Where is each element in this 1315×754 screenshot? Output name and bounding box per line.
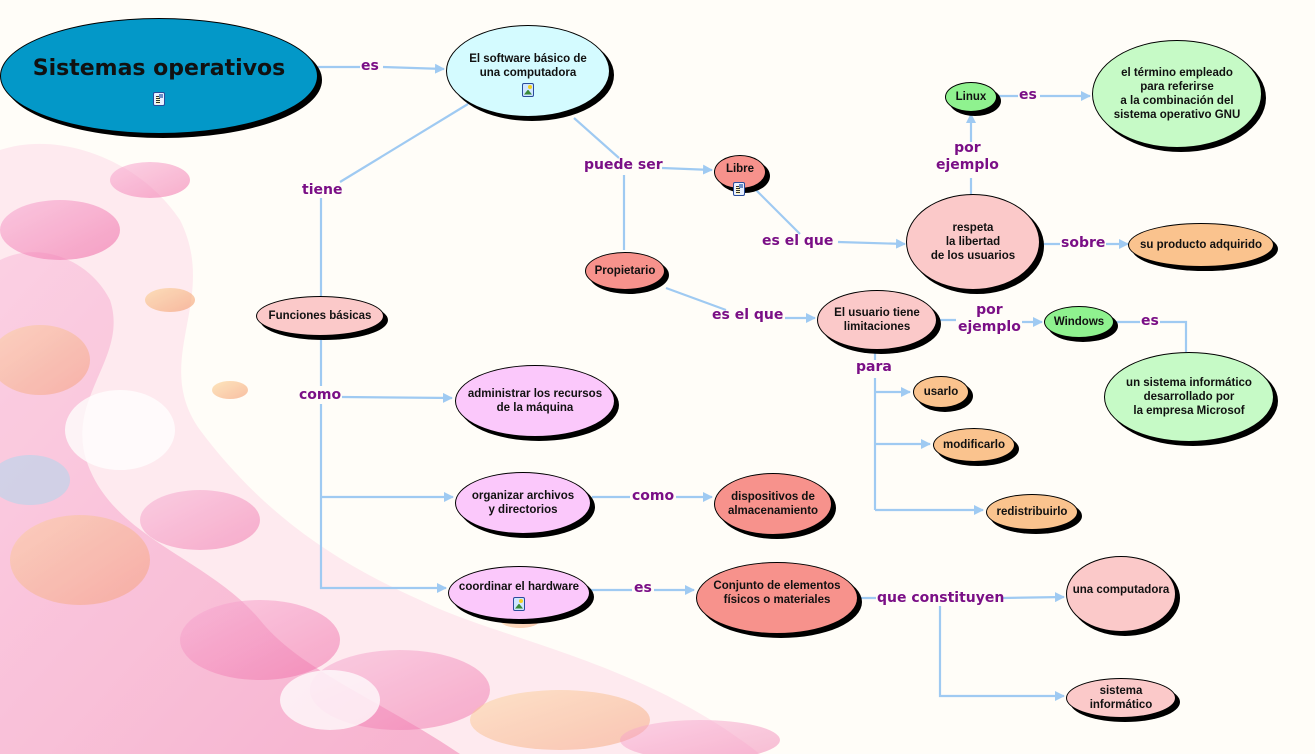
link-label-sobre: sobre: [1061, 235, 1106, 251]
link-windows-es: [1114, 320, 1188, 352]
concept-organizar[interactable]: organizar archivos y directorios: [455, 472, 591, 534]
link-label-tiene: tiene: [302, 182, 343, 198]
concept-propietario[interactable]: Propietario: [585, 252, 665, 290]
link-root-software: [318, 67, 444, 69]
concept-microsoft[interactable]: un sistema informático desarrollado por …: [1104, 352, 1274, 442]
concept-limitaciones-label: El usuario tiene limitaciones: [834, 307, 920, 333]
concept-modificarlo[interactable]: modificarlo: [933, 428, 1015, 462]
link-label-por-ejemplo: por ejemplo: [958, 302, 1021, 335]
concept-producto[interactable]: su producto adquirido: [1128, 223, 1274, 267]
concept-respeta-label: respeta la libertad de los usuarios: [930, 222, 1016, 262]
concept-usarlo[interactable]: usarlo: [913, 376, 969, 408]
link-label-puede-ser: puede ser: [584, 157, 663, 173]
concept-gnu[interactable]: el término empleado para referirse a la …: [1092, 40, 1262, 148]
concept-hardware[interactable]: coordinar el hardware: [448, 566, 590, 620]
concept-software-label: El software básico de una computadora: [469, 52, 587, 79]
link-label-es: es: [1141, 313, 1159, 329]
link-label-por-ejemplo: por ejemplo: [936, 140, 999, 173]
concept-funciones[interactable]: Funciones básicas: [256, 296, 384, 336]
link-label-que-constituyen: que constituyen: [877, 590, 1005, 606]
concept-administrar[interactable]: administrar los recursos de la máquina: [455, 365, 615, 437]
link-propietario-esque: [665, 286, 727, 312]
concept-almacenamiento[interactable]: dispositivos de almacenamiento: [714, 473, 832, 535]
link-label-es: es: [361, 58, 379, 74]
concept-respeta[interactable]: respeta la libertad de los usuarios: [906, 194, 1040, 290]
concept-root-label: Sistemas operativos: [32, 56, 286, 81]
link-software-tiene: [339, 103, 469, 183]
link-label-como: como: [299, 387, 342, 403]
concept-sistema-informatico-label: sistema informático: [1089, 685, 1153, 711]
concept-redistribuirlo[interactable]: redistribuirlo: [986, 494, 1078, 530]
concept-windows-label: Windows: [1053, 316, 1105, 328]
concept-usarlo-label: usarlo: [923, 386, 959, 398]
concept-linux-label: Linux: [955, 91, 987, 103]
concept-funciones-label: Funciones básicas: [268, 310, 372, 322]
floral-decoration: [0, 143, 780, 754]
concept-propietario-label: Propietario: [594, 265, 656, 277]
concept-limitaciones[interactable]: El usuario tiene limitaciones: [817, 290, 937, 350]
concept-modificarlo-label: modificarlo: [943, 439, 1005, 451]
link-label-es-el-que: es el que: [712, 307, 784, 323]
concept-producto-label: su producto adquirido: [1139, 239, 1263, 251]
link-como-administrar: [341, 392, 453, 403]
concept-hardware-label: coordinar el hardware: [458, 580, 580, 593]
concept-gnu-label: el término empleado para referirse a la …: [1113, 67, 1241, 121]
link-label-es: es: [634, 580, 652, 596]
concept-conjunto[interactable]: Conjunto de elementos físicos o material…: [696, 562, 858, 634]
link-libre-esque: [755, 189, 801, 235]
link-label-es-el-que: es el que: [762, 233, 834, 249]
concept-microsoft-label: un sistema informático desarrollado por …: [1126, 377, 1252, 417]
document-icon[interactable]: [153, 92, 165, 106]
concept-computadora-label: una computadora: [1072, 584, 1170, 596]
concept-sistema-informatico[interactable]: sistema informático: [1066, 678, 1176, 718]
image-icon[interactable]: [522, 82, 534, 97]
link-puedeser-libre: [661, 164, 713, 175]
link-queconstituyen-computadora: [1001, 592, 1065, 603]
link-funciones-como: [319, 336, 446, 588]
link-label-como: como: [632, 488, 675, 504]
concept-almacenamiento-label: dispositivos de almacenamiento: [727, 491, 819, 517]
concept-software[interactable]: El software básico de una computadora: [446, 25, 610, 117]
concept-redistribuirlo-label: redistribuirlo: [996, 506, 1068, 518]
concept-computadora[interactable]: una computadora: [1066, 556, 1176, 632]
concept-windows[interactable]: Windows: [1044, 306, 1114, 338]
link-label-es: es: [1019, 87, 1037, 103]
concept-linux[interactable]: Linux: [945, 82, 997, 112]
link-software-puedeser: [573, 117, 620, 159]
image-icon[interactable]: [513, 596, 525, 611]
concept-libre-label: Libre: [725, 163, 755, 175]
link-esque-respeta: [837, 238, 906, 249]
concept-administrar-label: administrar los recursos de la máquina: [467, 388, 603, 414]
link-queconstituyen-sistemainf: [938, 606, 1065, 701]
link-label-para: para: [856, 359, 892, 375]
concept-organizar-label: organizar archivos y directorios: [471, 490, 575, 516]
concept-conjunto-label: Conjunto de elementos físicos o material…: [713, 580, 841, 606]
document-icon[interactable]: [733, 182, 745, 196]
concept-root[interactable]: Sistemas operativos: [0, 18, 318, 134]
